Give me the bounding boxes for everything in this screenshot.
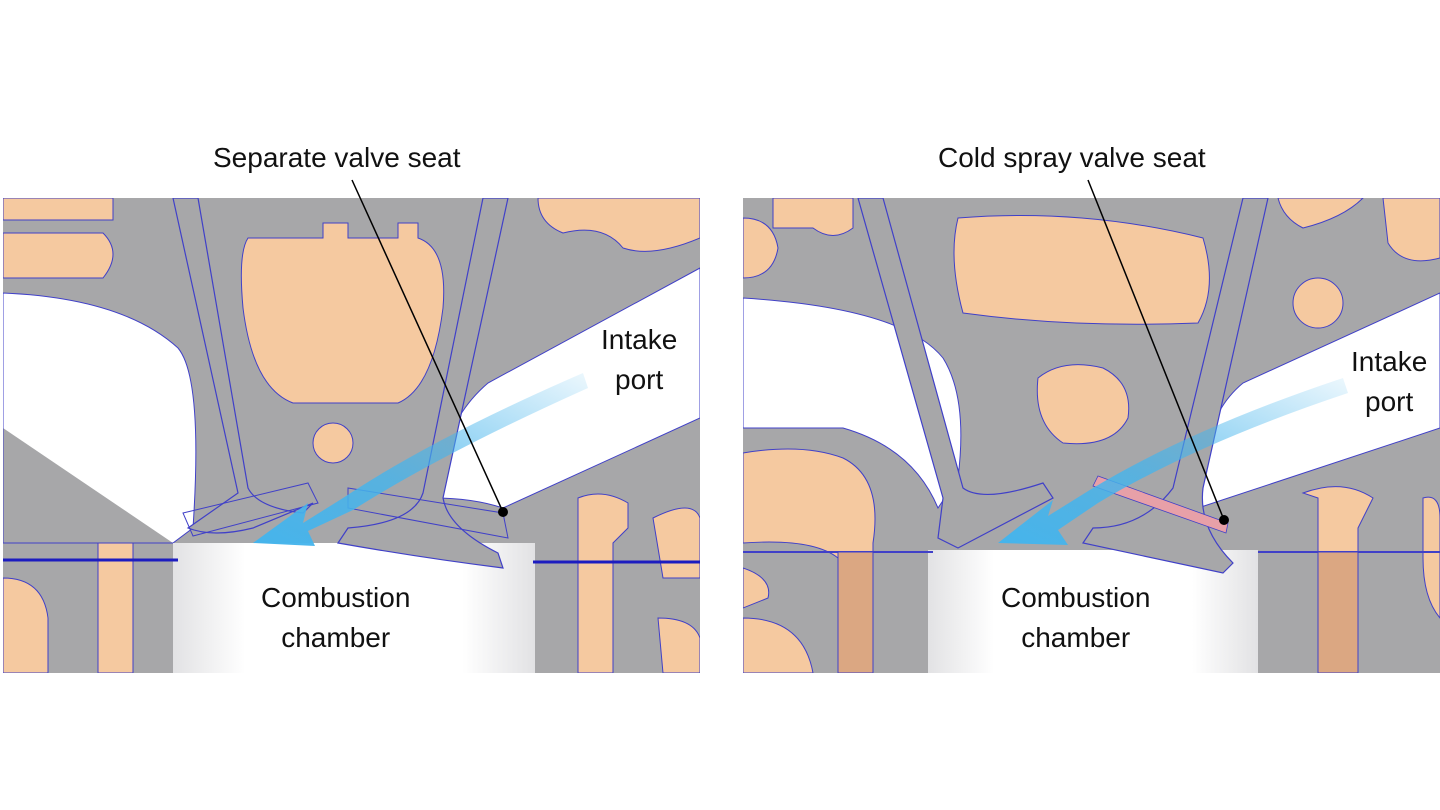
separate-valve-seat-label: Separate valve seat	[213, 142, 461, 173]
cold-spray-valve-seat-label: Cold spray valve seat	[938, 142, 1206, 173]
combustion-chamber	[928, 550, 1258, 673]
